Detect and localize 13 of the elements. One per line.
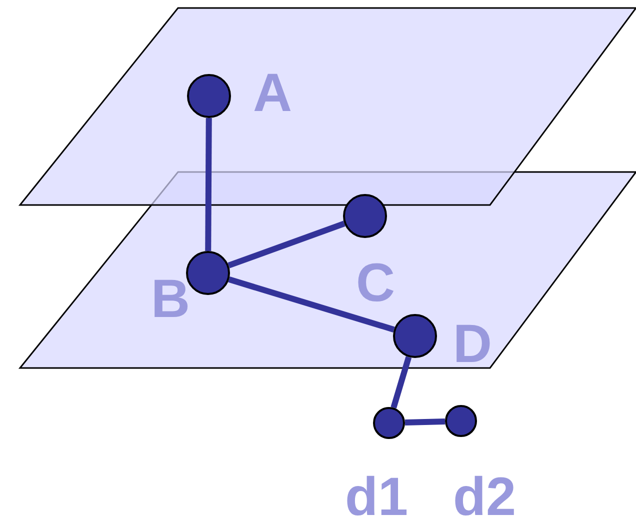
connector-line: [404, 418, 446, 426]
node-label: D: [453, 317, 492, 371]
connector-line: [228, 220, 346, 268]
node-dot: [373, 407, 405, 439]
node-label: A: [253, 66, 292, 120]
node-label: B: [151, 272, 190, 326]
node-label: C: [356, 256, 395, 310]
node-dot: [445, 405, 477, 437]
node-label: d1: [345, 470, 408, 521]
connector-line: [205, 118, 212, 252]
connector-line: [228, 276, 395, 332]
node-label: d2: [453, 470, 516, 521]
connector-line: [390, 356, 412, 409]
